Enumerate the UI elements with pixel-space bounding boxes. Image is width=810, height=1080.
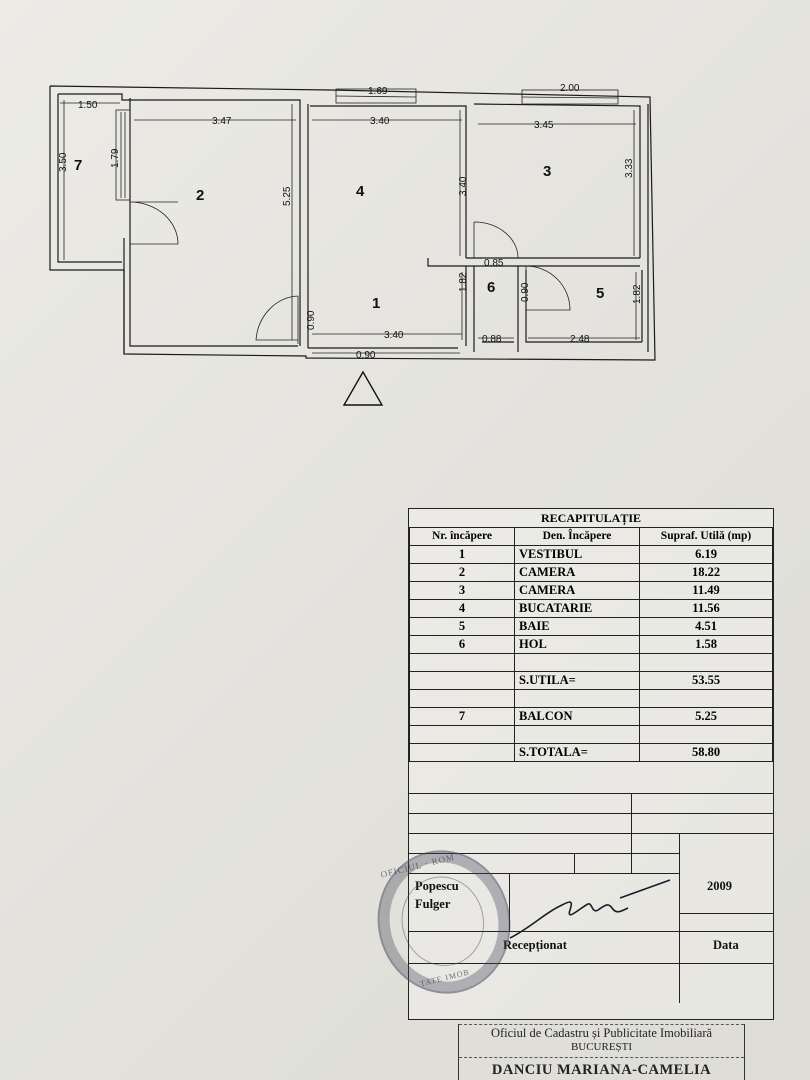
dim-0-90-left: 0.90	[306, 310, 317, 330]
outer-walls	[49, 85, 656, 361]
dim-1-82-right: 1.82	[632, 284, 643, 304]
registrar-name: DANCIU MARIANA-CAMELIA	[491, 1062, 712, 1078]
balcon-row: 7 BALCON 5.25	[409, 707, 773, 726]
recap-title: RECAPITULAȚIE	[409, 509, 773, 528]
author-last-name: Fulger	[415, 897, 451, 911]
footer-dash-top	[459, 1024, 744, 1025]
room-nr: 2	[409, 563, 515, 582]
author-first-name: Popescu	[415, 879, 459, 893]
room-number-4: 4	[356, 183, 365, 200]
data-label: Data	[713, 938, 739, 952]
room-nr: 5	[409, 617, 515, 636]
dim-0-85: 0.85	[484, 258, 504, 269]
dim-0-88: 0.88	[482, 334, 502, 345]
s-totala-value: 58.80	[639, 743, 773, 762]
footer-dash-mid	[459, 1057, 744, 1058]
dim-0-90-mid: 0.90	[520, 282, 531, 302]
room-area: 4.51	[639, 617, 773, 636]
room-number-1: 1	[372, 295, 380, 312]
cadastre-footer: Oficiul de Cadastru și Publicitate Imobi…	[458, 1024, 745, 1080]
room-name: VESTIBUL	[514, 545, 640, 564]
stamp-inner-ring	[392, 867, 494, 975]
dim-3-47: 3.47	[212, 116, 232, 127]
table-row: 2 CAMERA 18.22	[409, 563, 773, 582]
door-bath	[525, 265, 571, 311]
table-row: 4 BUCATARIE 11.56	[409, 599, 773, 618]
office-city: BUCUREȘTI	[570, 1041, 633, 1053]
table-row: 3 CAMERA 11.49	[409, 581, 773, 600]
room-area: 18.22	[639, 563, 773, 582]
room-name: HOL	[514, 635, 640, 654]
dim-3-50: 3.50	[58, 152, 69, 172]
table-row-empty	[409, 653, 773, 672]
table-header-row: Nr. încăpere Den. Încăpere Supraf. Utilă…	[409, 527, 773, 546]
dim-3-40-bottom: 3.40	[384, 330, 404, 341]
balcon-nr: 7	[409, 707, 515, 726]
dim-0-90-entry: 0.90	[356, 350, 376, 361]
room-area: 11.56	[639, 599, 773, 618]
s-totala-row: S.TOTALA= 58.80	[409, 743, 773, 762]
room-area: 11.49	[639, 581, 773, 600]
room-nr: 6	[409, 635, 515, 654]
stamp-text-bottom: TATE IMOB	[419, 967, 471, 989]
dim-1-69: 1.69	[368, 86, 388, 97]
dim-5-25: 5.25	[282, 186, 293, 206]
header-nr: Nr. încăpere	[409, 527, 515, 546]
signature	[509, 879, 671, 939]
room-name: BAIE	[514, 617, 640, 636]
header-den: Den. Încăpere	[514, 527, 640, 546]
balcon-area: 5.25	[639, 707, 773, 726]
dim-3-40-side: 3.40	[458, 176, 469, 196]
table-row: 5 BAIE 4.51	[409, 617, 773, 636]
receptionat-label: Recepționat	[503, 938, 567, 952]
room-number-3: 3	[543, 163, 551, 180]
rooms-table: Nr. încăpere Den. Încăpere Supraf. Utilă…	[409, 527, 773, 762]
table-row-empty	[409, 689, 773, 708]
room-number-7: 7	[74, 157, 82, 174]
room-number-6: 6	[487, 279, 495, 296]
dim-2-00: 2.00	[560, 83, 580, 94]
room-number-5: 5	[596, 285, 604, 302]
room-number-2: 2	[196, 187, 204, 204]
s-utila-label: S.UTILA=	[514, 671, 640, 690]
dim-3-45: 3.45	[534, 120, 554, 131]
recap-table: RECAPITULAȚIE Nr. încăpere Den. Încăpere…	[408, 508, 774, 1020]
s-totala-label: S.TOTALA=	[514, 743, 640, 762]
floor-plan: 1.69 2.00 1.50 3.47 3.40 3.45 3.50 1.79 …	[49, 83, 656, 406]
dim-2-48: 2.48	[570, 334, 590, 345]
door-room4	[255, 295, 299, 344]
door-room2	[129, 201, 179, 245]
dim-1-79: 1.79	[110, 148, 121, 168]
year-value: 2009	[707, 879, 732, 893]
room-nr: 1	[409, 545, 515, 564]
dim-1-82-left: 1.82	[458, 272, 469, 292]
dim-3-40-top: 3.40	[370, 116, 390, 127]
balcon-name: BALCON	[514, 707, 640, 726]
table-row-empty	[409, 725, 773, 744]
room-name: CAMERA	[514, 563, 640, 582]
window-balcony	[115, 109, 131, 201]
header-supraf: Supraf. Utilă (mp)	[639, 527, 773, 546]
dim-3-33: 3.33	[624, 158, 635, 178]
signature-block: Popescu Fulger 2009 Recepționat Data	[409, 793, 774, 1019]
room-area: 6.19	[639, 545, 773, 564]
entrance-arrow	[342, 370, 384, 406]
room-nr: 3	[409, 581, 515, 600]
door-hall	[473, 221, 519, 259]
room-name: BUCATARIE	[514, 599, 640, 618]
s-utila-value: 53.55	[639, 671, 773, 690]
office-name: Oficiul de Cadastru și Publicitate Imobi…	[490, 1026, 713, 1040]
s-utila-row: S.UTILA= 53.55	[409, 671, 773, 690]
table-row: 6 HOL 1.58	[409, 635, 773, 654]
room-area: 1.58	[639, 635, 773, 654]
room-name: CAMERA	[514, 581, 640, 600]
dimension-lines	[60, 100, 640, 354]
room-nr: 4	[409, 599, 515, 618]
dim-1-50: 1.50	[78, 100, 98, 111]
table-row: 1 VESTIBUL 6.19	[409, 545, 773, 564]
